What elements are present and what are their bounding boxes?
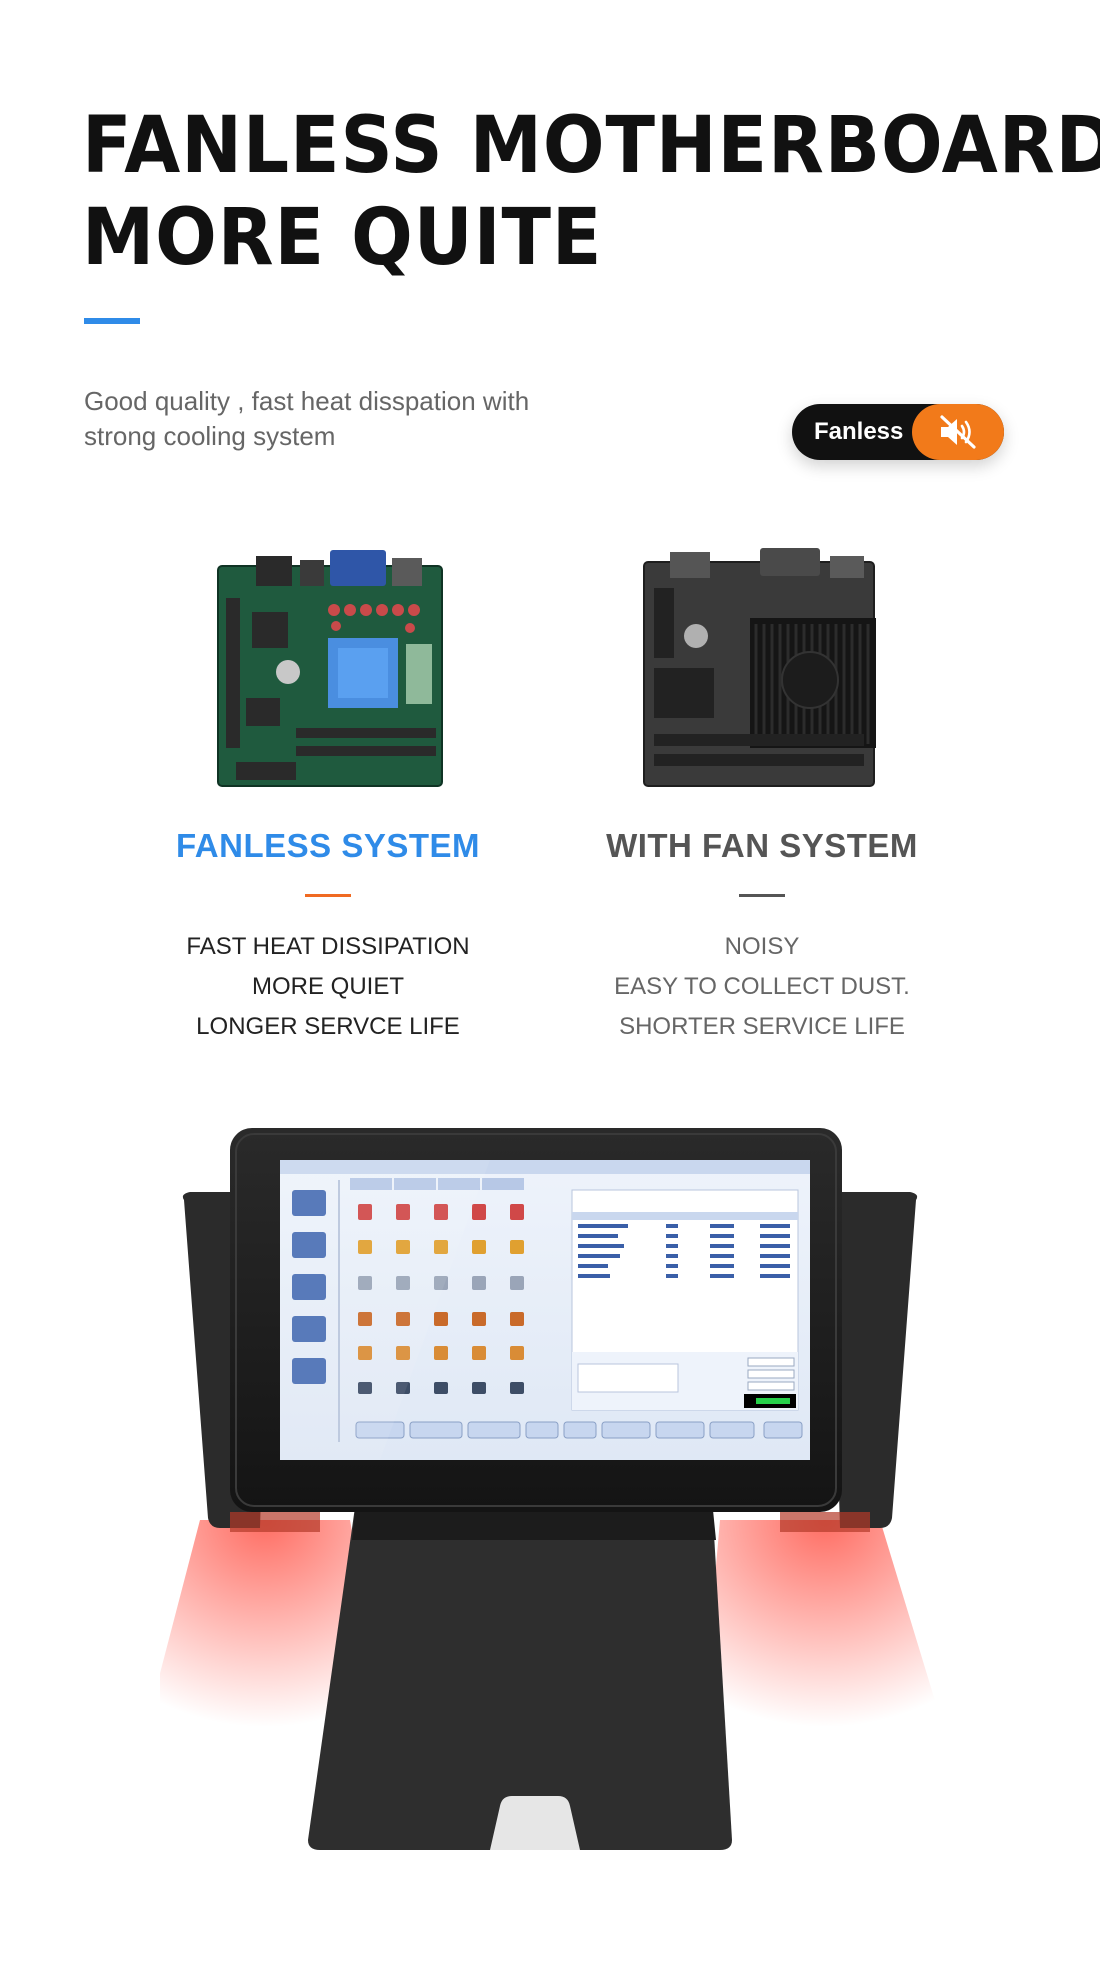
headline-line-1: FANLESS MOTHERBOARD	[82, 101, 1100, 191]
fan-system-title: WITH FAN SYSTEM	[606, 827, 918, 864]
fan-system-column: WITH FAN SYSTEM NOISY EASY TO COLLECT DU…	[572, 826, 952, 1047]
fanless-feature-2: MORE QUIET	[251, 973, 404, 1000]
fanless-feature-3: LONGER SERVCE LIFE	[196, 1013, 460, 1040]
subtitle: Good quality , fast heat disspation with…	[84, 384, 644, 454]
headline-accent-bar	[84, 318, 140, 324]
fan-system-divider	[739, 894, 785, 897]
subtitle-line-1: Good quality , fast heat disspation with	[84, 386, 530, 416]
black-motherboard-with-heatsink-image	[640, 548, 884, 790]
right-heat-glow	[700, 1520, 950, 1750]
pos-terminal-image	[140, 1120, 950, 1860]
green-motherboard-image	[216, 548, 446, 788]
fanless-system-column: FANLESS SYSTEM FAST HEAT DISSIPATION MOR…	[138, 826, 518, 1047]
fan-feature-3: SHORTER SERVICE LIFE	[619, 1013, 905, 1040]
page-headline: FANLESS MOTHERBOARD MORE QUITE	[82, 100, 1100, 284]
fanless-feature-1: FAST HEAT DISSIPATION	[186, 933, 470, 960]
headline-line-2: MORE QUITE	[82, 193, 603, 283]
fan-feature-2: EASY TO COLLECT DUST.	[614, 973, 910, 1000]
fan-feature-1: NOISY	[724, 933, 800, 960]
fanless-badge-label: Fanless	[814, 418, 904, 445]
subtitle-line-2: strong cooling system	[84, 421, 336, 451]
fanless-system-divider	[305, 894, 351, 897]
fanless-system-title: FANLESS SYSTEM	[175, 827, 481, 864]
fanless-badge: Fanless	[792, 404, 1004, 460]
speaker-muted-icon	[912, 404, 1004, 460]
left-heat-glow	[140, 1520, 390, 1750]
